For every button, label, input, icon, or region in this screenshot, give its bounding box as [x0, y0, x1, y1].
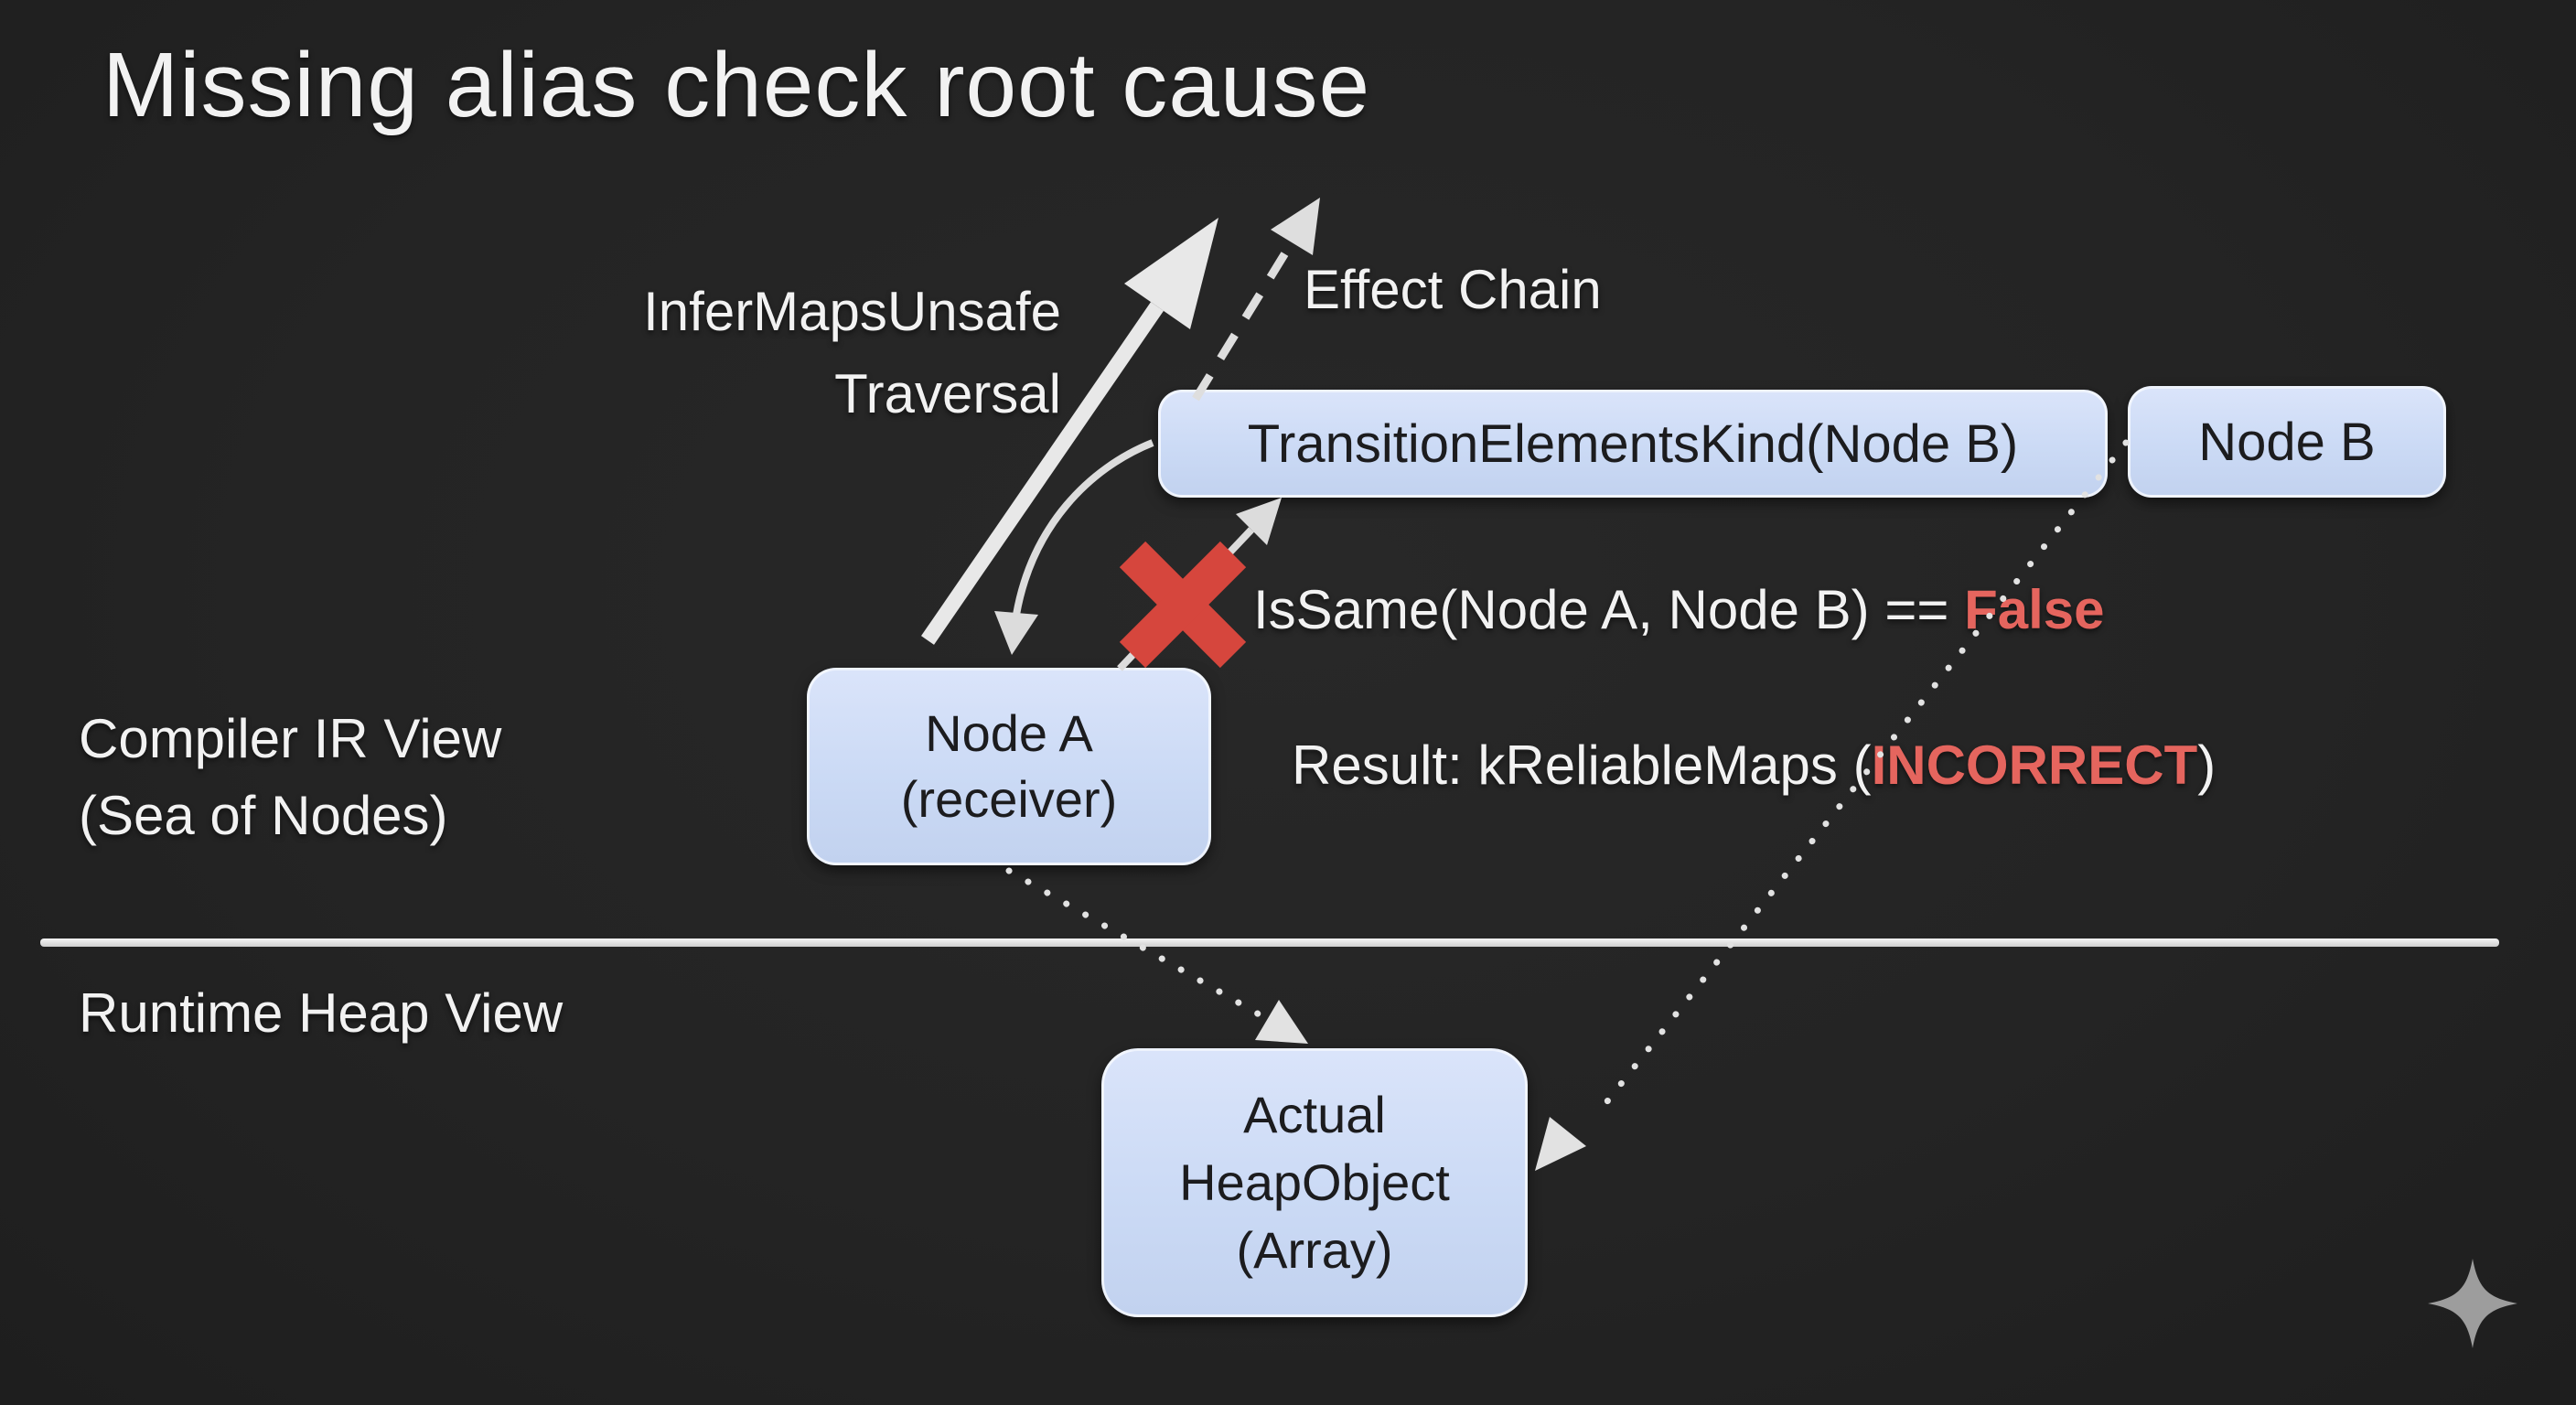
result-prefix: Result: kReliableMaps (: [1292, 735, 1872, 796]
compiler-ir-view-label: Compiler IR View (Sea of Nodes): [79, 701, 501, 854]
node-b-node: Node B: [2128, 386, 2446, 498]
result-suffix: ): [2197, 735, 2216, 796]
view-divider: [40, 938, 2499, 947]
x-mark-icon: [1119, 541, 1247, 669]
issame-expression: IsSame(Node A, Node B) ==: [1253, 579, 1965, 640]
issame-annotation: IsSame(Node A, Node B) == False: [1253, 569, 2105, 651]
effect-chain-arrow: [1192, 198, 1320, 402]
runtime-heap-view-label: Runtime Heap View: [79, 982, 564, 1044]
compiler-label-line1: Compiler IR View: [79, 708, 502, 769]
traversal-label-line2: Traversal: [834, 363, 1061, 424]
effect-chain-label: Effect Chain: [1304, 259, 1602, 320]
actual-heap-object-node: Actual HeapObject (Array): [1101, 1048, 1528, 1317]
transition-elements-kind-node: TransitionElementsKind(Node B): [1158, 390, 2108, 498]
node-b-label: Node B: [2198, 412, 2376, 472]
transition-to-node-a-curved-arrow: [994, 439, 1154, 655]
node-b-heap-dotted-arrow: [1535, 439, 2130, 1171]
node-a-label-line2: (receiver): [900, 770, 1118, 828]
heap-object-label-line1: Actual: [1243, 1086, 1386, 1143]
transition-node-label: TransitionElementsKind(Node B): [1247, 413, 2019, 474]
issame-false-value: False: [1964, 579, 2105, 640]
traversal-label-line1: InferMapsUnsafe: [643, 281, 1061, 342]
node-a-node: Node A (receiver): [807, 668, 1211, 865]
result-incorrect-value: INCORRECT: [1871, 735, 2198, 796]
compiler-label-line2: (Sea of Nodes): [79, 785, 448, 846]
node-a-heap-dotted-arrow: [1005, 867, 1308, 1044]
result-annotation: Result: kReliableMaps (INCORRECT): [1292, 724, 2216, 807]
heap-object-label-line2: HeapObject: [1179, 1153, 1450, 1211]
node-a-label-line1: Node A: [925, 704, 1093, 762]
sparkle-icon: [2428, 1259, 2517, 1348]
heap-object-label-line3: (Array): [1236, 1221, 1393, 1279]
slide-title: Missing alias check root cause: [102, 34, 1371, 136]
